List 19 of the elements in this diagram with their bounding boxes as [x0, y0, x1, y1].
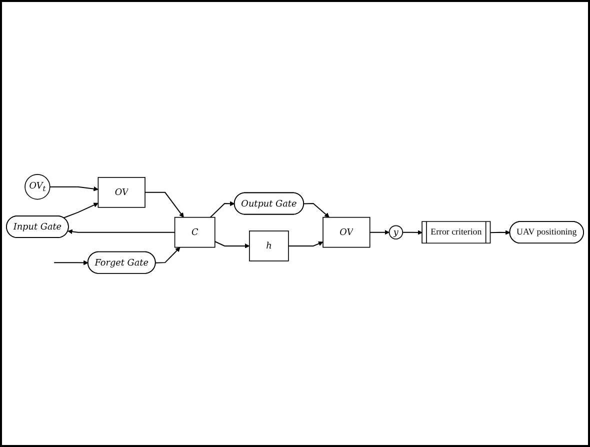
arrow	[144, 191, 184, 218]
arrow	[288, 240, 324, 246]
node-box: OV	[98, 176, 146, 208]
arrow	[369, 229, 390, 234]
arrow	[68, 228, 176, 234]
arrow	[214, 240, 250, 248]
arrow	[155, 246, 180, 263]
node-box: C	[174, 216, 216, 248]
arrow	[490, 230, 510, 234]
arrow	[402, 230, 423, 234]
node-circle: y	[388, 224, 404, 239]
node-box: h	[249, 230, 289, 261]
arrow	[49, 186, 98, 191]
arrow	[210, 200, 235, 218]
arrow	[54, 260, 88, 265]
arrow	[63, 202, 98, 218]
node-circle: OV$_{t}$	[24, 174, 50, 200]
arrow	[303, 202, 330, 218]
node-box: OV	[322, 216, 370, 248]
